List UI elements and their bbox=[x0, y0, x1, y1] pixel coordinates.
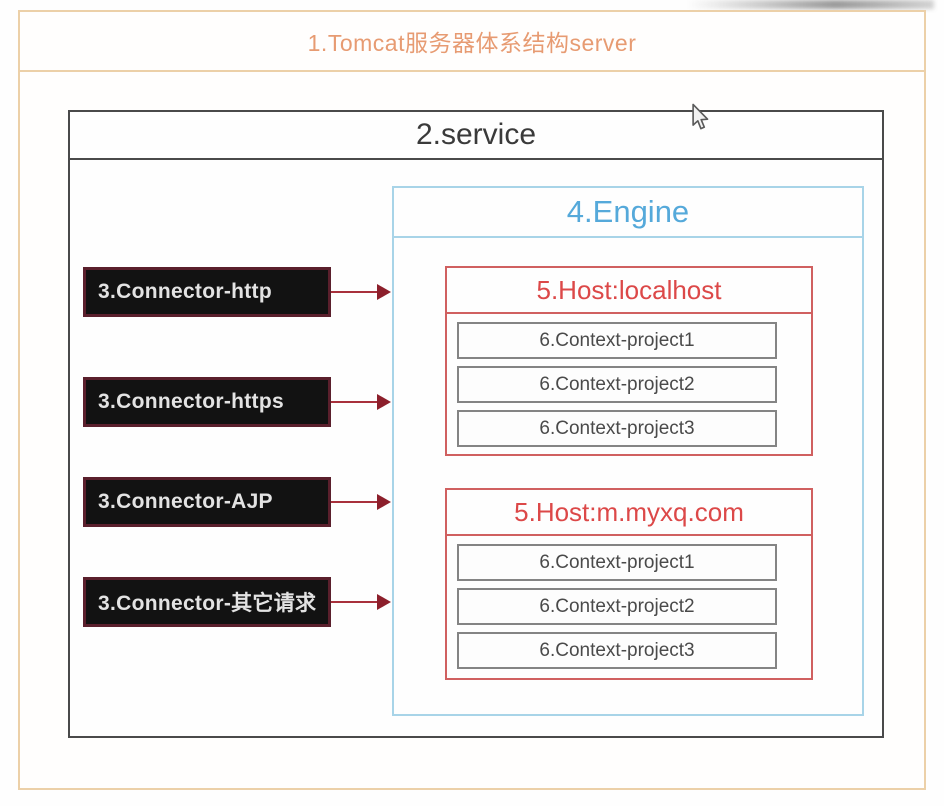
mouse-pointer-icon bbox=[688, 103, 710, 131]
arrow-line bbox=[331, 501, 379, 503]
context-box: 6.Context-project1 bbox=[457, 544, 777, 581]
arrow-line bbox=[331, 401, 379, 403]
connector-ajp-box: 3.Connector-AJP bbox=[83, 477, 331, 527]
host-title-localhost: 5.Host:localhost bbox=[447, 268, 811, 314]
context-box: 6.Context-project1 bbox=[457, 322, 777, 359]
context-box: 6.Context-project2 bbox=[457, 588, 777, 625]
context-box: 6.Context-project3 bbox=[457, 632, 777, 669]
page-title: 1.Tomcat服务器体系结构server bbox=[20, 12, 924, 72]
context-list: 6.Context-project1 6.Context-project2 6.… bbox=[447, 536, 811, 669]
context-list: 6.Context-project1 6.Context-project2 6.… bbox=[447, 314, 811, 447]
arrow-line bbox=[331, 291, 379, 293]
connector-http-box: 3.Connector-http bbox=[83, 267, 331, 317]
host-title-m-myxq-com: 5.Host:m.myxq.com bbox=[447, 490, 811, 536]
connector-https-box: 3.Connector-https bbox=[83, 377, 331, 427]
arrow-ajp-to-engine bbox=[331, 494, 391, 510]
arrow-head-icon bbox=[377, 284, 391, 300]
engine-title: 4.Engine bbox=[394, 188, 862, 238]
arrow-line bbox=[331, 601, 379, 603]
arrow-http-to-engine bbox=[331, 284, 391, 300]
arrow-head-icon bbox=[377, 394, 391, 410]
artifact-smudge-top bbox=[688, 0, 934, 9]
connector-other-box: 3.Connector-其它请求 bbox=[83, 577, 331, 627]
arrow-head-icon bbox=[377, 594, 391, 610]
service-title: 2.service bbox=[70, 112, 882, 160]
host-box-localhost: 5.Host:localhost 6.Context-project1 6.Co… bbox=[445, 266, 813, 456]
host-box-m-myxq-com: 5.Host:m.myxq.com 6.Context-project1 6.C… bbox=[445, 488, 813, 680]
context-box: 6.Context-project3 bbox=[457, 410, 777, 447]
context-box: 6.Context-project2 bbox=[457, 366, 777, 403]
arrow-https-to-engine bbox=[331, 394, 391, 410]
arrow-other-to-engine bbox=[331, 594, 391, 610]
arrow-head-icon bbox=[377, 494, 391, 510]
